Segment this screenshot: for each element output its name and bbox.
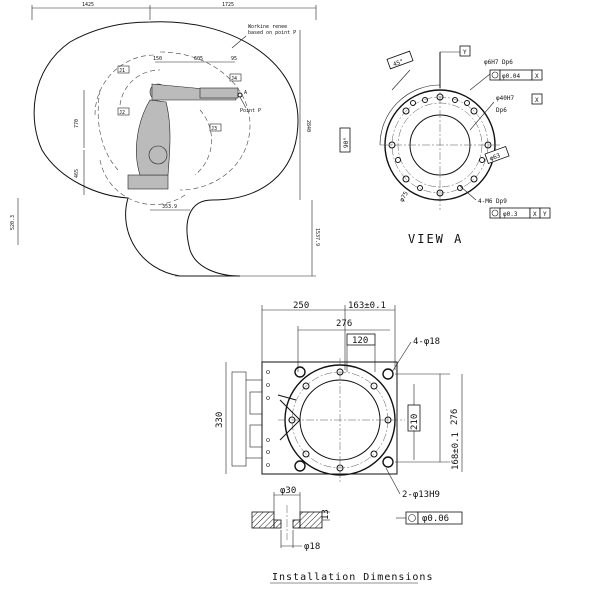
dim-95: 95 bbox=[231, 56, 237, 62]
datum-y: Y bbox=[463, 49, 467, 56]
working-range-view: 1425 1725 150 605 95 770 465 2840 520.3 … bbox=[10, 2, 320, 277]
dim-168: 168±0.1 bbox=[451, 432, 461, 470]
dim-330: 330 bbox=[215, 412, 225, 428]
robot-arm bbox=[127, 83, 239, 190]
dim-2840: 2840 bbox=[305, 120, 311, 132]
inner-envelope bbox=[159, 51, 251, 191]
counterbore-detail: φ30 13 φ18 bbox=[251, 486, 331, 552]
label-j3: J3 bbox=[211, 126, 217, 132]
installation-title: Installation Dimensions bbox=[272, 572, 433, 583]
detail-30: φ30 bbox=[280, 486, 296, 496]
datum-x-flag: X bbox=[535, 97, 539, 104]
angle-90: 90° bbox=[343, 137, 350, 148]
position-symbol-2 bbox=[491, 209, 499, 217]
thread-m6: 4-M6 Dp9 bbox=[478, 198, 507, 205]
dim-120: 120 bbox=[352, 336, 368, 346]
dim-1425: 1425 bbox=[82, 2, 94, 8]
workspace-note-1: Workine renee bbox=[248, 24, 287, 30]
pin-13h9: 2-φ13H9 bbox=[402, 490, 440, 500]
dim-353-9: 353.9 bbox=[162, 204, 177, 210]
dia-75: φ75 bbox=[398, 190, 410, 203]
label-j2: J2 bbox=[119, 110, 125, 116]
dim-1537-9: 1537.9 bbox=[314, 228, 320, 246]
position-symbol-1 bbox=[491, 71, 499, 79]
dim-276-right: 276 bbox=[450, 409, 460, 425]
detail-18: φ18 bbox=[304, 542, 320, 552]
detail-13: 13 bbox=[321, 509, 331, 520]
hole-6h7: φ6H7 Dp6 bbox=[484, 59, 513, 66]
label-j4: J4 bbox=[231, 76, 237, 82]
tol-ref-y: Y bbox=[543, 211, 547, 218]
tol-03: φ0.3 bbox=[503, 211, 518, 218]
connector-bottom bbox=[249, 424, 263, 448]
connector-top bbox=[249, 391, 263, 415]
label-a: A bbox=[244, 90, 247, 96]
dim-520-3: 520.3 bbox=[10, 215, 16, 230]
tol-004: φ0.04 bbox=[502, 73, 520, 80]
robot-lower-arm bbox=[136, 99, 171, 176]
view-a: 45° 90° Y φ6H7 Dp6 φ0.04 X φ40H7 X Dp6 φ… bbox=[339, 45, 551, 246]
holes-18: 4-φ18 bbox=[413, 337, 440, 347]
dim-1725: 1725 bbox=[222, 2, 234, 8]
label-point-p: Point P bbox=[240, 108, 261, 114]
installation-view: 250 163±0.1 276 120 4-φ18 bbox=[215, 301, 463, 584]
point-p-marker bbox=[237, 92, 243, 98]
tol-ref-x: X bbox=[533, 211, 537, 218]
workspace-note-2: based on point P bbox=[248, 30, 296, 36]
dia-63: φ63 bbox=[489, 152, 502, 162]
bore-40h7: φ40H7 bbox=[496, 95, 514, 102]
dim-210: 210 bbox=[410, 414, 420, 430]
bore-dp6: Dp6 bbox=[496, 107, 507, 114]
angle-45: 45° bbox=[392, 58, 405, 68]
robot-base bbox=[127, 174, 169, 190]
dim-605: 605 bbox=[194, 56, 203, 62]
label-j1: J1 bbox=[119, 68, 125, 74]
dim-250: 250 bbox=[293, 301, 309, 311]
bolt-holes bbox=[388, 93, 492, 197]
mount-hole-tr bbox=[382, 368, 394, 380]
dim-163: 163±0.1 bbox=[348, 301, 386, 311]
datum-x-ref: X bbox=[535, 73, 539, 80]
flange-bolt-holes bbox=[288, 368, 392, 472]
dim-150: 150 bbox=[153, 56, 162, 62]
position-symbol-3 bbox=[408, 514, 416, 522]
tol-006: φ0.06 bbox=[422, 514, 449, 524]
dim-465: 465 bbox=[74, 169, 80, 178]
dim-770: 770 bbox=[74, 119, 80, 128]
mount-hole-br bbox=[382, 456, 394, 468]
dim-276-top: 276 bbox=[336, 319, 352, 329]
view-a-title: VIEW A bbox=[408, 232, 463, 246]
